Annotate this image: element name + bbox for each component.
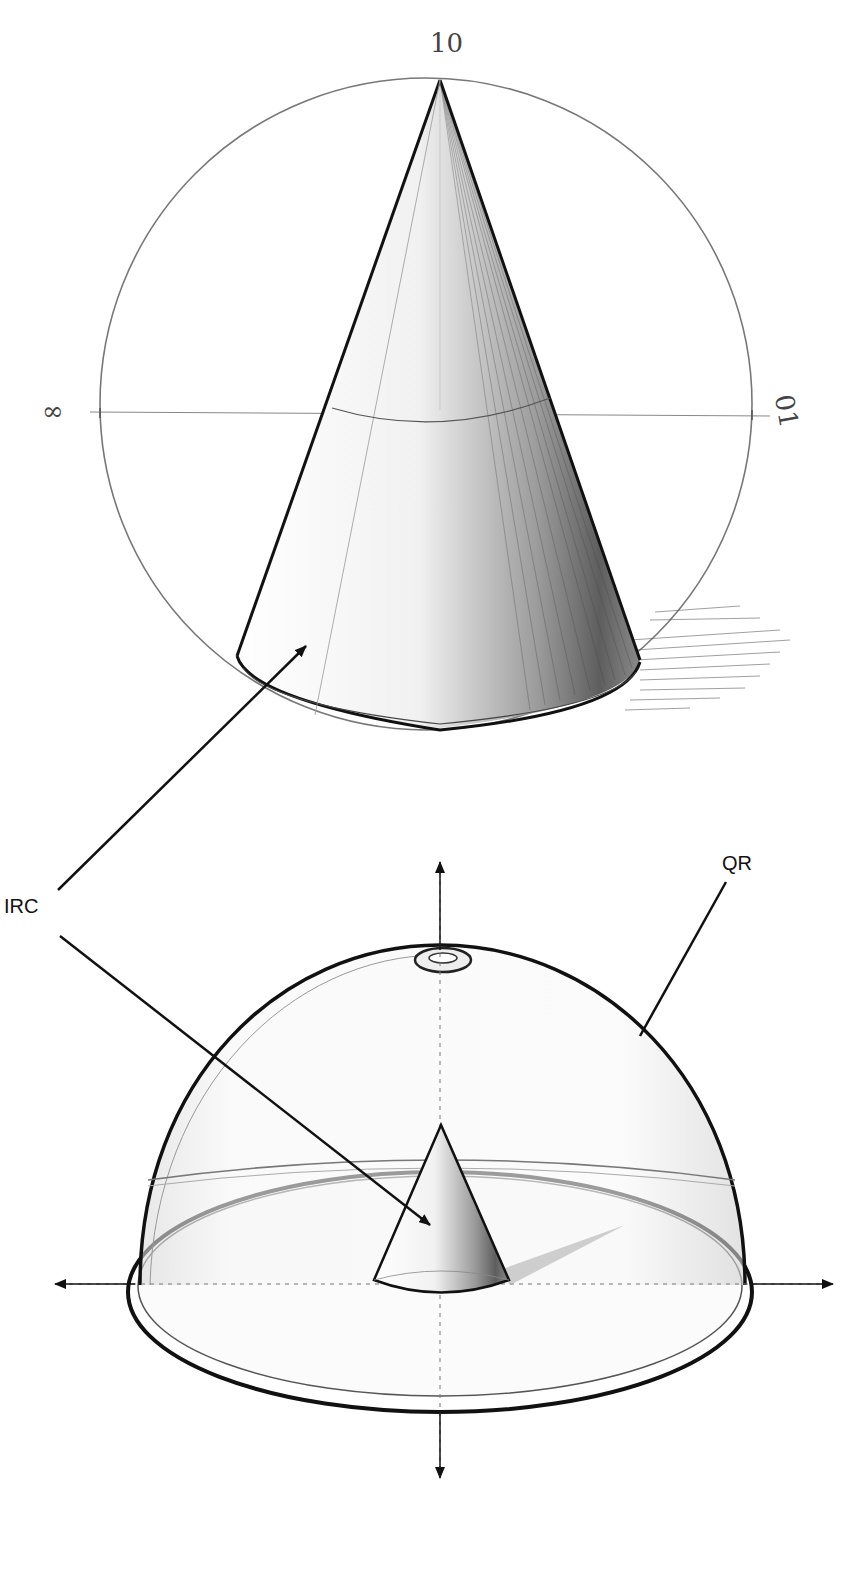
axis-number: 01 [771,392,802,429]
axis-number: ∞ [42,398,64,424]
callout-label: IRC [4,896,38,916]
axis-number: 10 [430,30,463,56]
leader-lines [58,646,726,1225]
callout-label: QR [722,853,752,873]
cone-in-circle [90,78,790,730]
dome-assembly [55,862,833,1478]
